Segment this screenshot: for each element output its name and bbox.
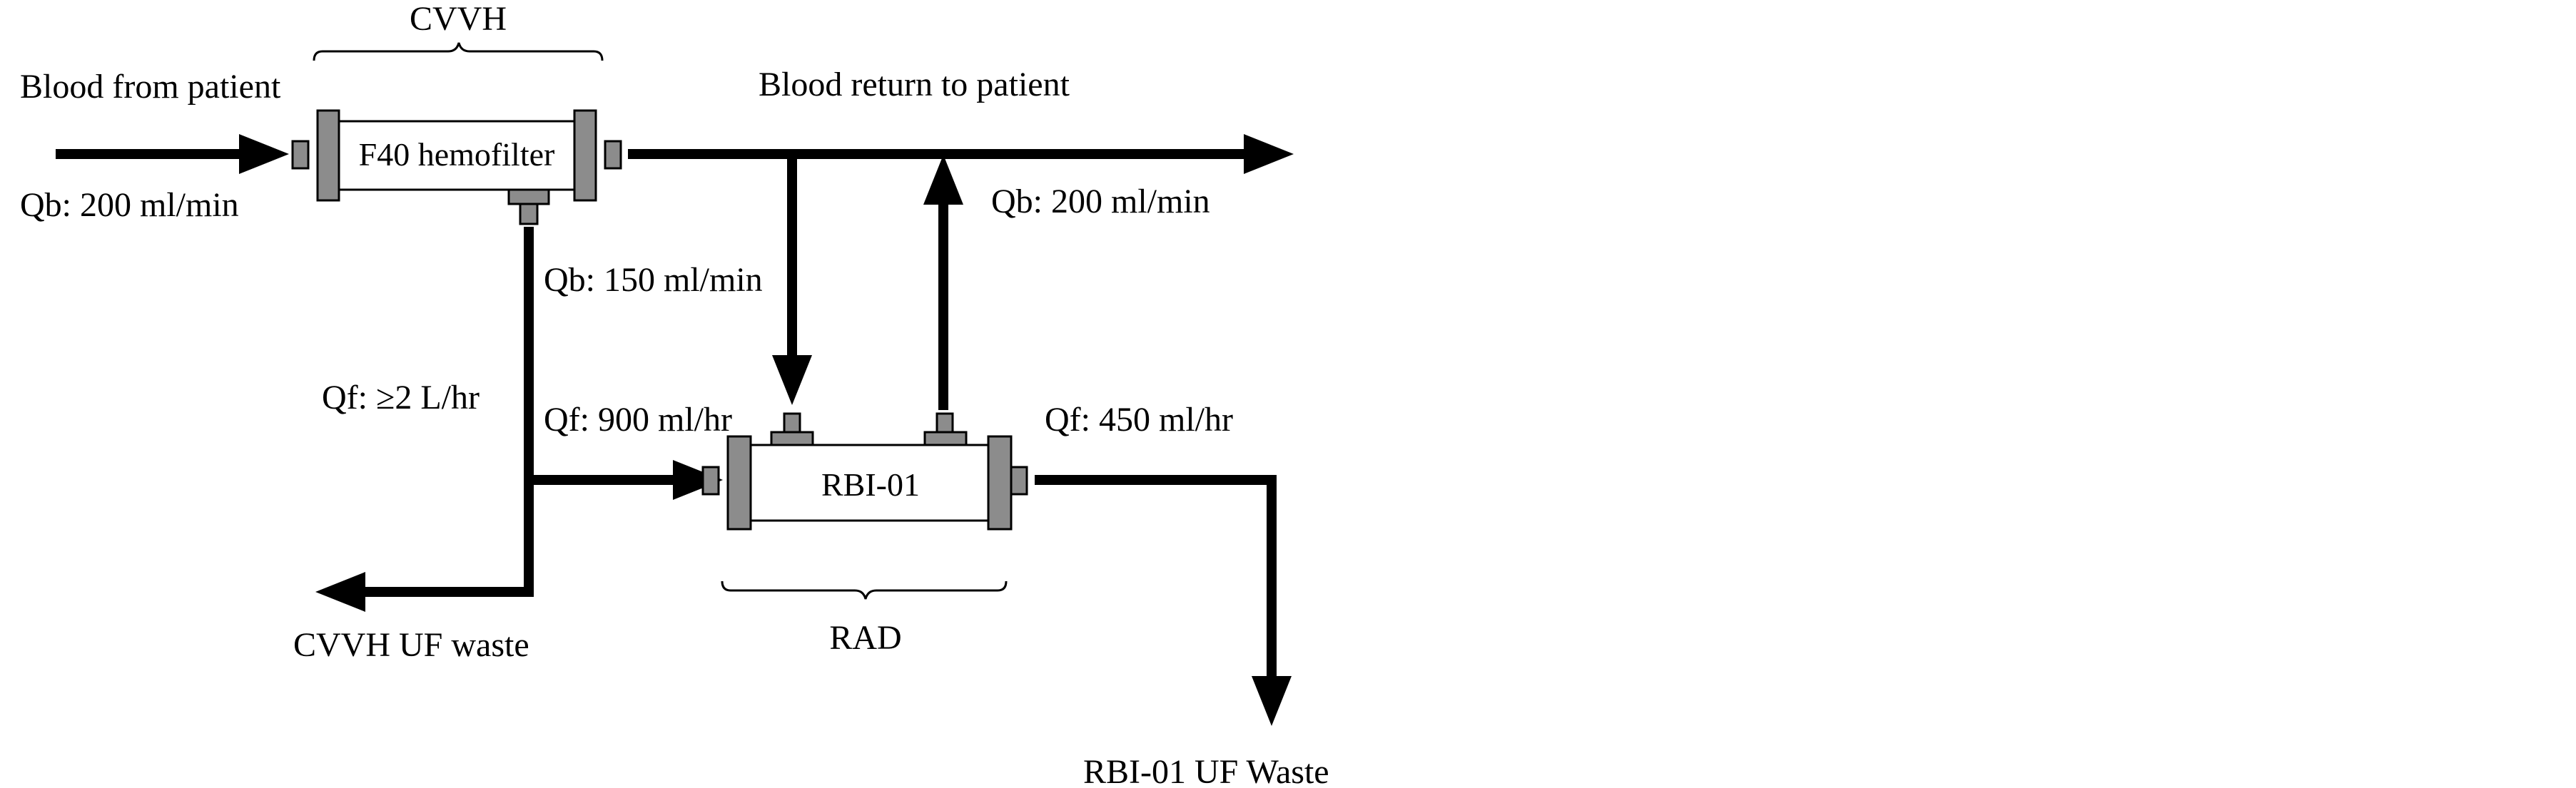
rbi-01-label: RBI-01 [821,466,920,503]
qf-rad-out-label: Qf: 450 ml/hr [1045,401,1233,439]
cvvh-brace [313,42,604,61]
qb-in-label: Qb: 200 ml/min [20,186,239,224]
qf-rad-in-label: Qf: 900 ml/hr [544,401,732,439]
f40-hemofilter: F40 hemofilter [291,109,622,225]
cvvh-waste-label: CVVH UF waste [293,626,529,664]
qb-branch-label: Qb: 150 ml/min [544,261,763,299]
rad-brace [721,580,1008,600]
rbi-waste-line [1035,475,1292,726]
blood-return-label: Blood return to patient [759,66,1070,103]
rad-label: RAD [829,619,901,657]
rbi-waste-label: RBI-01 UF Waste [1083,753,1329,788]
blood-from-patient-label: Blood from patient [20,68,281,106]
f40-hemofilter-label: F40 hemofilter [359,136,555,173]
rbi-01-device: RBI-01 [701,412,1028,531]
cvvh-label: CVVH [410,0,507,38]
qf-cvvh-label: Qf: ≥2 L/hr [322,379,480,416]
qb-out-label: Qb: 200 ml/min [991,183,1210,220]
